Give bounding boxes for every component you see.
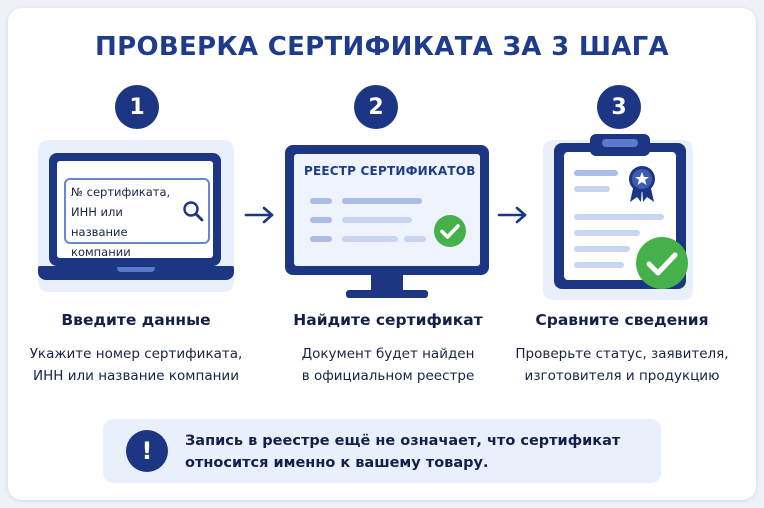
step-3-description-line-1: Проверьте статус, заявителя, — [515, 346, 729, 362]
warning-notice-text: Запись в реестре ещё не означает, что се… — [185, 430, 645, 474]
registry-row-bar — [310, 236, 332, 242]
document-line — [574, 214, 664, 220]
step-1-number: 1 — [115, 85, 159, 129]
search-placeholder-line-3: компании — [71, 245, 131, 259]
step-1-description-line-2: ИНН или название компании — [33, 368, 239, 384]
monitor-screen — [294, 154, 480, 266]
laptop-notch — [117, 267, 155, 272]
search-placeholder: № сертификата, ИНН или название компании — [71, 182, 181, 262]
clipboard-clip-hole — [602, 139, 638, 147]
warning-notice — [103, 419, 661, 483]
warning-notice-line-1: Запись в реестре ещё не означает, что се… — [185, 433, 621, 449]
step-1-description-line-1: Укажите номер сертификата, — [29, 346, 243, 362]
warning-notice-line-2: относится именно к вашему товару. — [185, 455, 489, 471]
step-2-heading: Найдите сертификат — [293, 311, 483, 329]
step-3-description-line-2: изготовителя и продукцию — [524, 368, 720, 384]
registry-row-bar — [404, 236, 426, 242]
registry-row-bar — [310, 217, 332, 223]
step-3-description: Проверьте статус, заявителя, изготовител… — [497, 343, 747, 387]
page-title: ПРОВЕРКА СЕРТИФИКАТА ЗА 3 ШАГА — [95, 32, 669, 62]
registry-title: РЕЕСТР СЕРТИФИКАТОВ — [304, 164, 476, 178]
registry-row-bar — [310, 198, 332, 204]
step-1-heading: Введите данные — [61, 311, 211, 329]
registry-row-bar — [342, 198, 422, 204]
document-line — [574, 170, 618, 176]
document-line — [574, 186, 610, 192]
search-placeholder-line-2: ИНН или название — [71, 205, 128, 239]
arrow-right-icon — [244, 206, 274, 224]
monitor-stand — [346, 290, 428, 298]
laptop-base — [38, 266, 234, 280]
document-line — [574, 262, 624, 268]
step-2-description-line-1: Документ будет найден — [301, 346, 475, 362]
step-1-description: Укажите номер сертификата, ИНН или назва… — [11, 343, 261, 387]
magnifier-icon — [183, 201, 204, 222]
document-line — [574, 246, 630, 252]
step-3-heading: Сравните сведения — [535, 311, 709, 329]
check-icon — [434, 215, 466, 247]
step-2-description: Документ будет найден в официальном реес… — [263, 343, 513, 387]
registry-row-bar — [342, 236, 398, 242]
monitor-neck — [371, 275, 403, 293]
check-icon — [636, 237, 688, 289]
rosette-star-icon — [629, 166, 655, 202]
step-2-description-line-2: в официальном реестре — [301, 368, 475, 384]
document-line — [574, 230, 640, 236]
arrow-right-icon — [497, 206, 527, 224]
exclamation-icon: ! — [126, 430, 168, 472]
step-3-number: 3 — [597, 85, 641, 129]
step-2-number: 2 — [354, 85, 398, 129]
search-placeholder-line-1: № сертификата, — [71, 185, 171, 199]
registry-row-bar — [342, 217, 412, 223]
